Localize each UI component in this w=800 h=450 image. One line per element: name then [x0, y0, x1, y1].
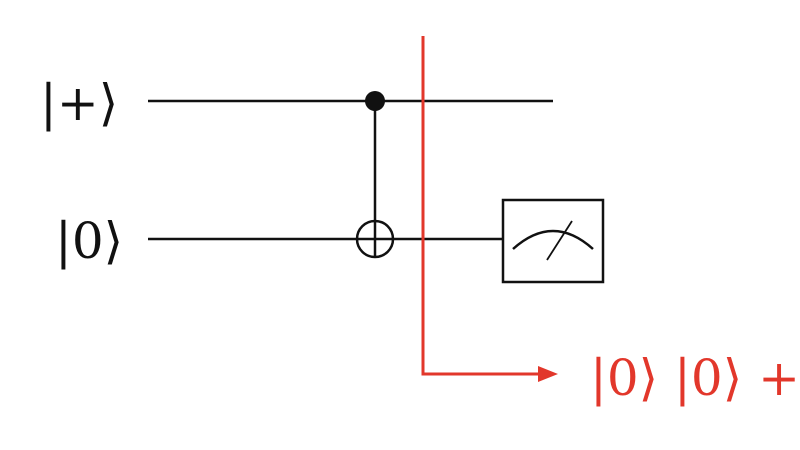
annotation-arrowhead	[538, 366, 558, 382]
qubit-label-plus: |+⟩	[40, 74, 118, 132]
meter-arc-icon	[512, 229, 594, 250]
annotation-state-text: |0⟩ |0⟩ +	[590, 349, 800, 407]
qubit-label-zero: |0⟩	[55, 212, 123, 270]
measurement-box	[501, 198, 605, 284]
cnot-control-dot	[365, 91, 385, 111]
annotation-cut-line	[421, 36, 540, 376]
cnot-gate	[355, 91, 395, 259]
annotation-arrow	[421, 36, 558, 382]
measurement-gate	[501, 198, 605, 284]
meter-needle-icon	[546, 220, 573, 261]
